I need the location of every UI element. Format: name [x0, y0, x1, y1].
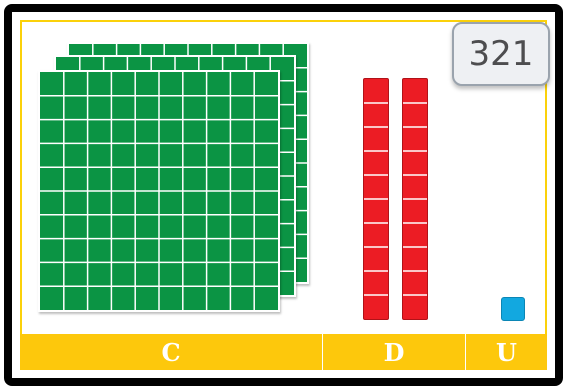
unit-cube — [501, 297, 525, 321]
place-value-label-bar: C D U — [20, 334, 547, 370]
hundred-flat-3 — [38, 70, 280, 312]
hundreds-label: C — [20, 334, 322, 370]
ten-rod-1 — [363, 78, 389, 320]
number-value: 321 — [469, 34, 534, 74]
tens-label: D — [322, 334, 465, 370]
units-label: U — [465, 334, 547, 370]
ten-rod-2 — [402, 78, 428, 320]
board-panel: 321 C D U — [12, 12, 555, 378]
number-card: 321 — [452, 22, 550, 86]
place-value-board: 321 C D U — [4, 4, 563, 386]
